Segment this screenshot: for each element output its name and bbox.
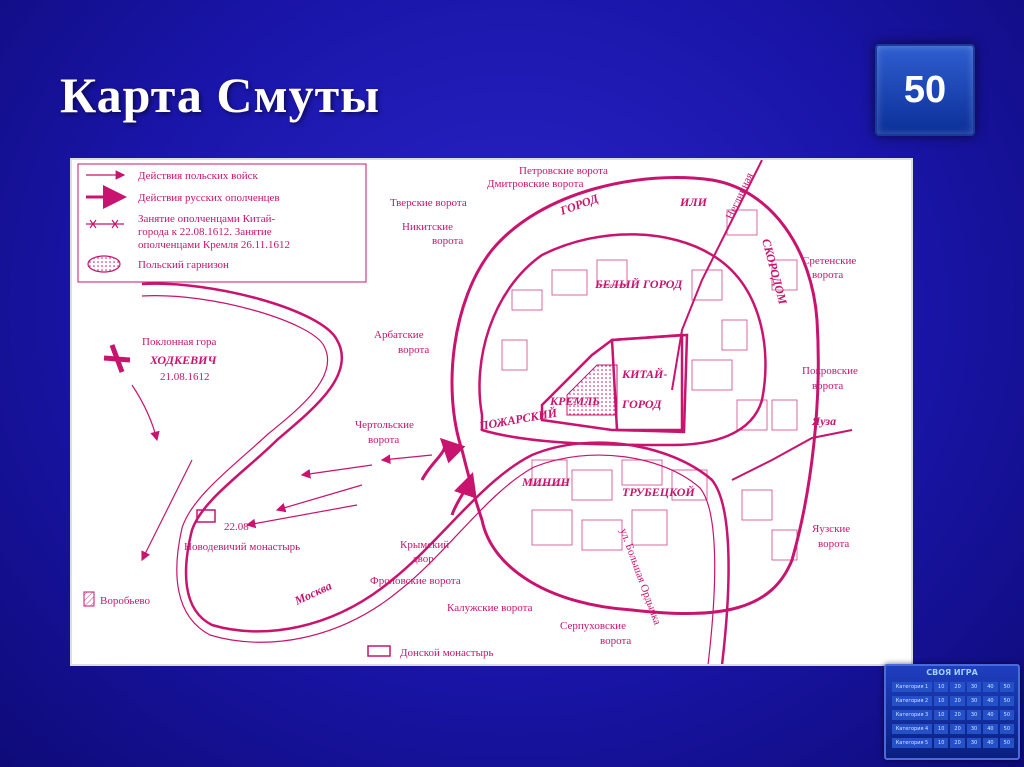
value-cell: 10: [934, 682, 949, 692]
label-novodevichy: Новодевичий монастырь: [184, 541, 300, 553]
label-minin: МИНИН: [521, 475, 571, 489]
label-frolovskie: Фроловские ворота: [370, 575, 461, 587]
label-chertolskie-2: ворота: [368, 434, 399, 446]
value-cell: 30: [966, 696, 982, 706]
score-badge: 50: [875, 44, 975, 136]
game-board-row: Категория 4 10 20 30 40 50: [892, 724, 1015, 734]
label-pokrovskie-1: Покровские: [802, 365, 858, 377]
label-yauza: Яуза: [811, 414, 836, 428]
label-kaluzhskie: Калужские ворота: [447, 602, 533, 614]
value-cell: 40: [983, 724, 998, 734]
novodevichy-marker: [196, 509, 216, 523]
label-kitay-1: КИТАЙ-: [621, 366, 667, 381]
legend-occupation-3: ополченцами Кремля 26.11.1612: [138, 239, 290, 251]
value-cell: 40: [983, 738, 998, 748]
value-cell: 40: [983, 696, 998, 706]
map-image: Действия польских войск Действия русских…: [70, 158, 913, 666]
value-cell: 50: [999, 710, 1015, 720]
game-board-row: Категория 1 10 20 30 40 50: [892, 682, 1015, 692]
slide-title: Карта Смуты: [60, 67, 381, 123]
label-poklonnaya: Поклонная гора: [142, 336, 216, 348]
category-cell: Категория 5: [892, 738, 932, 748]
legend: Действия польских войск Действия русских…: [77, 163, 367, 283]
game-board-caption: СВОЯ ИГРА: [926, 668, 978, 677]
value-cell: 40: [983, 682, 998, 692]
label-sretenskie-1: Сретенские: [802, 255, 856, 267]
donskoy-marker: [367, 645, 391, 657]
value-cell: 20: [950, 724, 965, 734]
map-svg: Действия польских войск Действия русских…: [77, 160, 858, 664]
label-nikitskie-1: Никитские: [402, 221, 453, 233]
game-board-row: Категория 3 10 20 30 40 50: [892, 710, 1015, 720]
value-cell: 10: [934, 738, 949, 748]
value-cell: 20: [950, 738, 965, 748]
value-cell: 20: [950, 682, 965, 692]
label-moskva: Москва: [291, 578, 333, 608]
legend-occupation-1: Занятие ополченцами Китай-: [138, 213, 275, 225]
game-board-row: Категория 5 10 20 30 40 50: [892, 738, 1015, 748]
label-arbatskie-1: Арбатские: [374, 329, 424, 341]
label-kitay-2: ГОРОД: [621, 397, 662, 411]
game-board-thumbnail[interactable]: СВОЯ ИГРА Категория 1 10 20 30 40 50 Кат…: [884, 664, 1020, 760]
label-pozharsky: ПОЖАРСКИЙ: [477, 404, 559, 433]
vorobyevo-marker: [83, 591, 95, 607]
category-cell: Категория 4: [892, 724, 932, 734]
street-blocks: [501, 209, 798, 561]
label-tverskie: Тверские ворота: [390, 197, 467, 209]
value-cell: 10: [934, 696, 949, 706]
legend-polish: Действия польских войск: [138, 170, 258, 182]
value-cell: 50: [999, 738, 1015, 748]
label-hodkevich: ХОДКЕВИЧ: [149, 353, 217, 367]
label-date-novodevichy: 22.08: [224, 521, 249, 533]
label-skorodom: СКОРОДОМ: [759, 237, 790, 306]
value-cell: 10: [934, 724, 949, 734]
label-chertolskie-1: Чертольские: [355, 419, 414, 431]
khodkevich-camp: [103, 344, 131, 373]
polish-movements: [131, 384, 433, 562]
label-kreml: КРЕМЛЬ: [549, 394, 600, 408]
value-cell: 30: [966, 724, 982, 734]
label-krymsky-1: Крымский: [400, 539, 449, 551]
label-vorobyevo: Воробьево: [100, 595, 150, 607]
value-cell: 10: [934, 710, 949, 720]
category-cell: Категория 2: [892, 696, 932, 706]
value-cell: 20: [950, 696, 965, 706]
label-yauzskie-1: Яузские: [812, 523, 850, 535]
value-cell: 50: [999, 696, 1015, 706]
neglinnaya-river: [671, 160, 763, 391]
label-donskoy: Донской монастырь: [400, 647, 494, 659]
label-serpukhovskie-1: Серпуховские: [560, 620, 626, 632]
russian-movements: [420, 437, 477, 516]
yauza-river: [731, 429, 853, 481]
category-cell: Категория 1: [892, 682, 932, 692]
value-cell: 20: [950, 710, 965, 720]
legend-garrison: Польский гарнизон: [138, 259, 229, 271]
game-board-row: Категория 2 10 20 30 40 50: [892, 696, 1015, 706]
category-cell: Категория 3: [892, 710, 932, 720]
legend-occupation-2: города к 22.08.1612. Занятие: [138, 226, 272, 238]
legend-russian: Действия русских ополченцев: [138, 192, 280, 204]
label-trubetskoy: ТРУБЕЦКОЙ: [622, 484, 695, 499]
moskva-river: [141, 282, 730, 664]
label-sretenskie-2: ворота: [812, 269, 843, 281]
label-nikitskie-2: ворота: [432, 235, 463, 247]
value-cell: 30: [966, 682, 982, 692]
value-cell: 30: [966, 710, 982, 720]
label-bely-gorod: БЕЛЫЙ ГОРОД: [594, 276, 683, 291]
label-yauzskie-2: ворота: [818, 538, 849, 550]
value-cell: 50: [999, 724, 1015, 734]
polish-garrison: [566, 364, 618, 416]
label-dmitrovskie: Дмитровские ворота: [487, 178, 584, 190]
value-cell: 50: [999, 682, 1015, 692]
label-ili: ИЛИ: [679, 195, 708, 209]
value-cell: 40: [983, 710, 998, 720]
label-krymsky-2: двор: [412, 553, 434, 565]
label-arbatskie-2: ворота: [398, 344, 429, 356]
label-petrovskie: Петровские ворота: [519, 165, 608, 177]
label-serpukhovskie-2: ворота: [600, 635, 631, 647]
label-date-hodkevich: 21.08.1612: [160, 371, 210, 383]
label-pokrovskie-2: ворота: [812, 380, 843, 392]
value-cell: 30: [966, 738, 982, 748]
